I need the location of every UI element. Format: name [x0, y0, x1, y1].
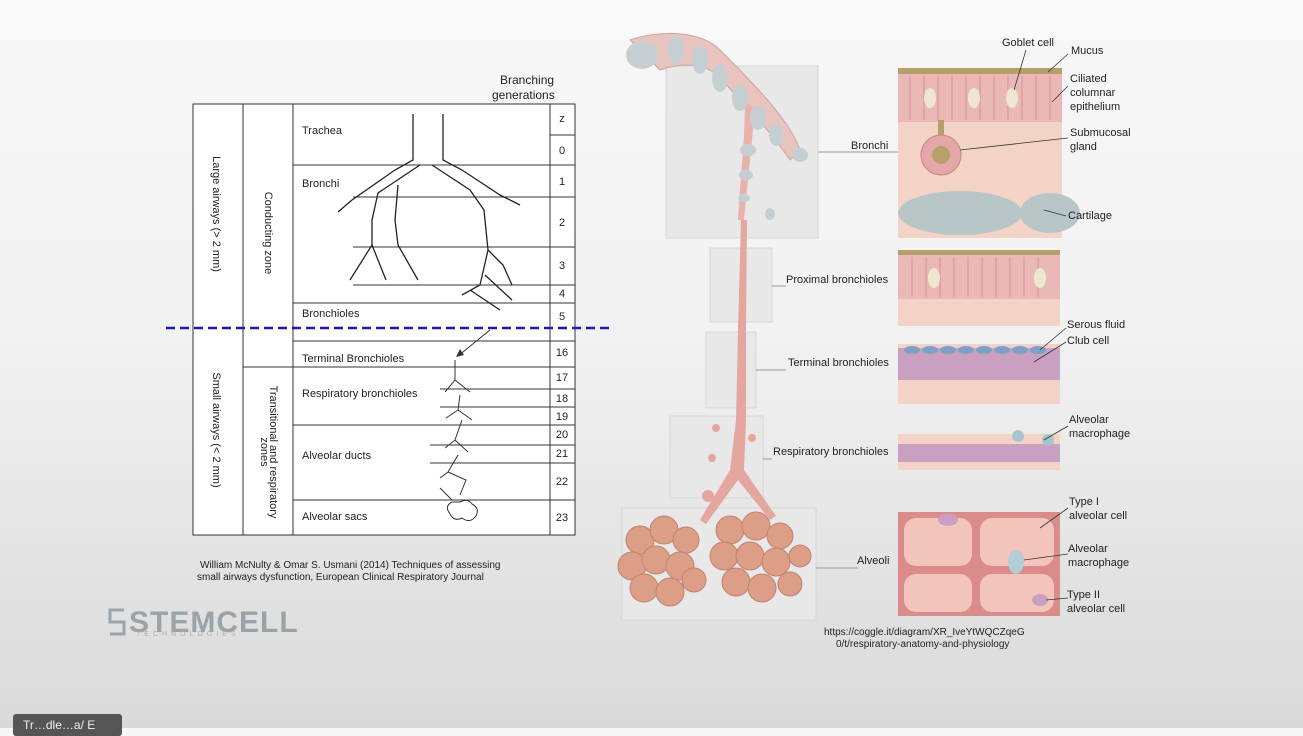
- level-alveoli: Alveoli: [857, 555, 890, 567]
- alveoli-cluster-icon: [617, 511, 812, 607]
- callout-alveolar-1: Alveolar: [1069, 414, 1109, 426]
- generation-3: 3: [558, 260, 566, 272]
- alveolar-sac-icon: [446, 499, 478, 522]
- callout-macrophage-2: macrophage: [1068, 557, 1130, 569]
- segment-alveolar-ducts: Alveolar ducts: [302, 450, 372, 462]
- top-bar: [0, 0, 1303, 40]
- generation-19: 19: [555, 411, 569, 423]
- callout-club-cell: Club cell: [1067, 335, 1110, 347]
- alveoli-tissue-panel: [898, 512, 1060, 616]
- terminal-bronchioles-tissue-panel: [898, 344, 1060, 404]
- pointer-arrowhead: [456, 349, 464, 357]
- generation-18: 18: [555, 393, 569, 405]
- stemcell-logo: STEMCELL: [129, 606, 299, 639]
- level-bronchi: Bronchi: [851, 140, 889, 152]
- callout-epithelium: epithelium: [1070, 101, 1121, 113]
- generation-23: 23: [555, 512, 569, 524]
- segment-trachea: Trachea: [302, 125, 342, 137]
- callout-columnar: columnar: [1070, 87, 1116, 99]
- callout-gland: gland: [1070, 141, 1097, 153]
- level-respiratory-bronchioles: Respiratory bronchioles: [773, 446, 889, 458]
- generation-1: 1: [558, 176, 566, 188]
- generation-16: 16: [555, 347, 569, 359]
- zones-label: zones: [258, 437, 270, 467]
- generation-0: 0: [558, 145, 566, 157]
- respiratory-bronchioles-tissue-panel: [898, 430, 1060, 470]
- generation-21: 21: [555, 448, 569, 460]
- callout-type-i-cell: alveolar cell: [1069, 510, 1128, 522]
- callout-type-ii: Type II: [1067, 589, 1101, 601]
- callout-cartilage: Cartilage: [1068, 210, 1113, 222]
- connector-lines: [756, 151, 898, 569]
- proximal-bronchioles-tissue-panel: [898, 250, 1060, 326]
- stemcell-logo-sub: TECHNOLOGIES: [136, 631, 240, 638]
- callout-type-ii-cell: alveolar cell: [1067, 603, 1126, 615]
- generation-22: 22: [555, 476, 569, 488]
- generations-header: generations: [492, 88, 555, 102]
- segment-terminal-bronchioles: Terminal Bronchioles: [302, 353, 405, 365]
- level-proximal-bronchioles: Proximal bronchioles: [786, 274, 889, 286]
- callout-alveolar-2: Alveolar: [1068, 543, 1108, 555]
- airway-tube-icon: [626, 32, 808, 524]
- citation-line-2: small airways dysfunction, European Clin…: [197, 572, 484, 583]
- callout-mucus: Mucus: [1071, 45, 1104, 57]
- bronchi-tissue-panel: [898, 68, 1080, 238]
- callout-goblet-cell: Goblet cell: [1002, 37, 1054, 49]
- player-control-button[interactable]: Tr…dle…a/ E: [13, 714, 122, 736]
- segment-respiratory-bronchioles: Respiratory bronchioles: [302, 388, 418, 400]
- segment-bronchi: Bronchi: [302, 178, 340, 190]
- stemcell-logo-mark-icon: [108, 608, 126, 636]
- callout-serous-fluid: Serous fluid: [1067, 319, 1126, 331]
- large-airways-label: Large airways (> 2 mm): [210, 156, 222, 272]
- source-url-line-1: https://coggle.it/diagram/XR_IveYtWQCZqe…: [824, 627, 1025, 638]
- generation-2: 2: [558, 217, 566, 229]
- callout-type-i: Type I: [1069, 496, 1099, 508]
- level-terminal-bronchioles: Terminal bronchioles: [788, 357, 889, 369]
- generation-4: 4: [558, 288, 566, 300]
- small-airway-branches-icon: [439, 360, 473, 501]
- generation-5: 5: [558, 311, 566, 323]
- callout-ciliated: Ciliated: [1070, 73, 1107, 85]
- generation-20: 20: [555, 429, 569, 441]
- bronchial-tree-icon: [337, 114, 521, 311]
- segment-bronchioles: Bronchioles: [302, 308, 360, 320]
- source-url-line-2: 0/t/respiratory-anatomy-and-physiology: [836, 639, 1010, 650]
- generation-17: 17: [555, 372, 569, 384]
- small-airways-label: Small airways (< 2 mm): [210, 372, 222, 488]
- generation-z: z: [559, 113, 565, 125]
- conducting-zone-label: Conducting zone: [262, 191, 274, 275]
- citation-line-1: William McNulty & Omar S. Usmani (2014) …: [200, 560, 501, 571]
- callout-lines: [959, 49, 1069, 601]
- pointer-arrow: [457, 329, 491, 357]
- airway-table: [192, 103, 576, 536]
- branching-header: Branching: [500, 73, 555, 87]
- segment-alveolar-sacs: Alveolar sacs: [302, 511, 368, 523]
- callout-submucosal: Submucosal: [1070, 127, 1131, 139]
- callout-macrophage-1: macrophage: [1069, 428, 1131, 440]
